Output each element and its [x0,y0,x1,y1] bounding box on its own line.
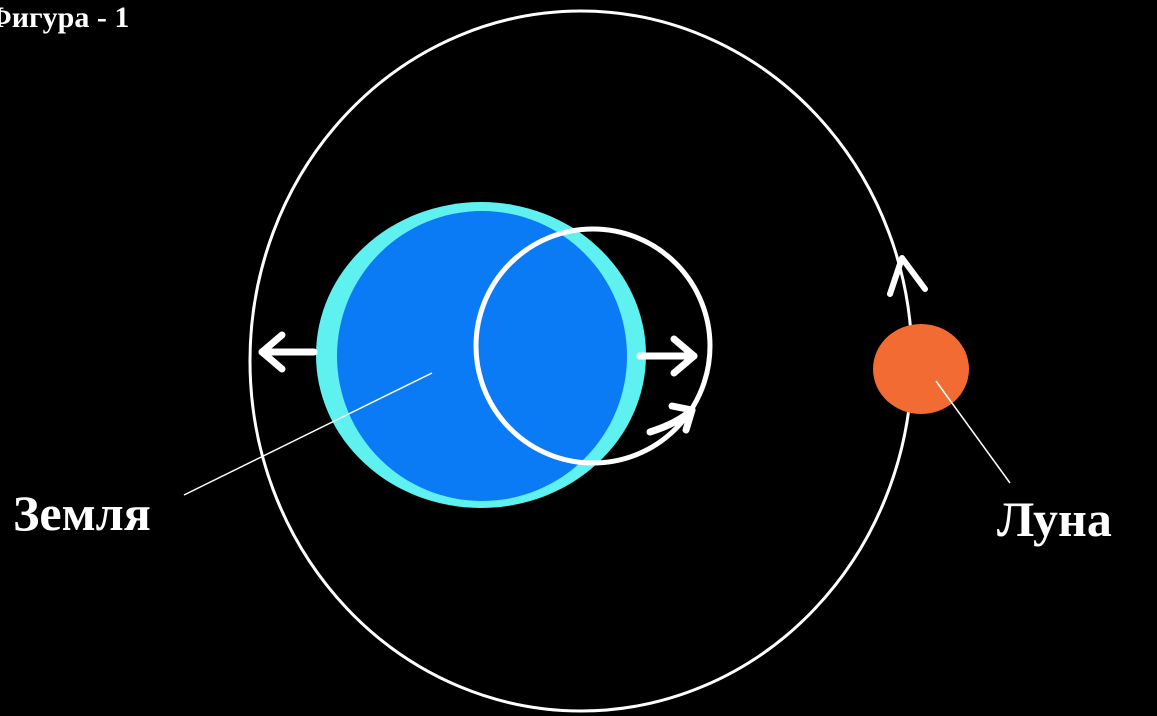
moon [873,324,969,414]
moon-leader-line [936,381,1010,483]
earth [337,211,627,501]
left-arrow-icon [262,335,314,369]
right-arrow-icon [640,339,694,373]
figure-title: Фигура - 1 [0,1,129,34]
curved-arrow-icon [650,406,692,432]
orbit-direction-arrow-icon [890,258,925,294]
earth-label: Земля [13,485,151,541]
moon-label: Луна [997,491,1112,547]
